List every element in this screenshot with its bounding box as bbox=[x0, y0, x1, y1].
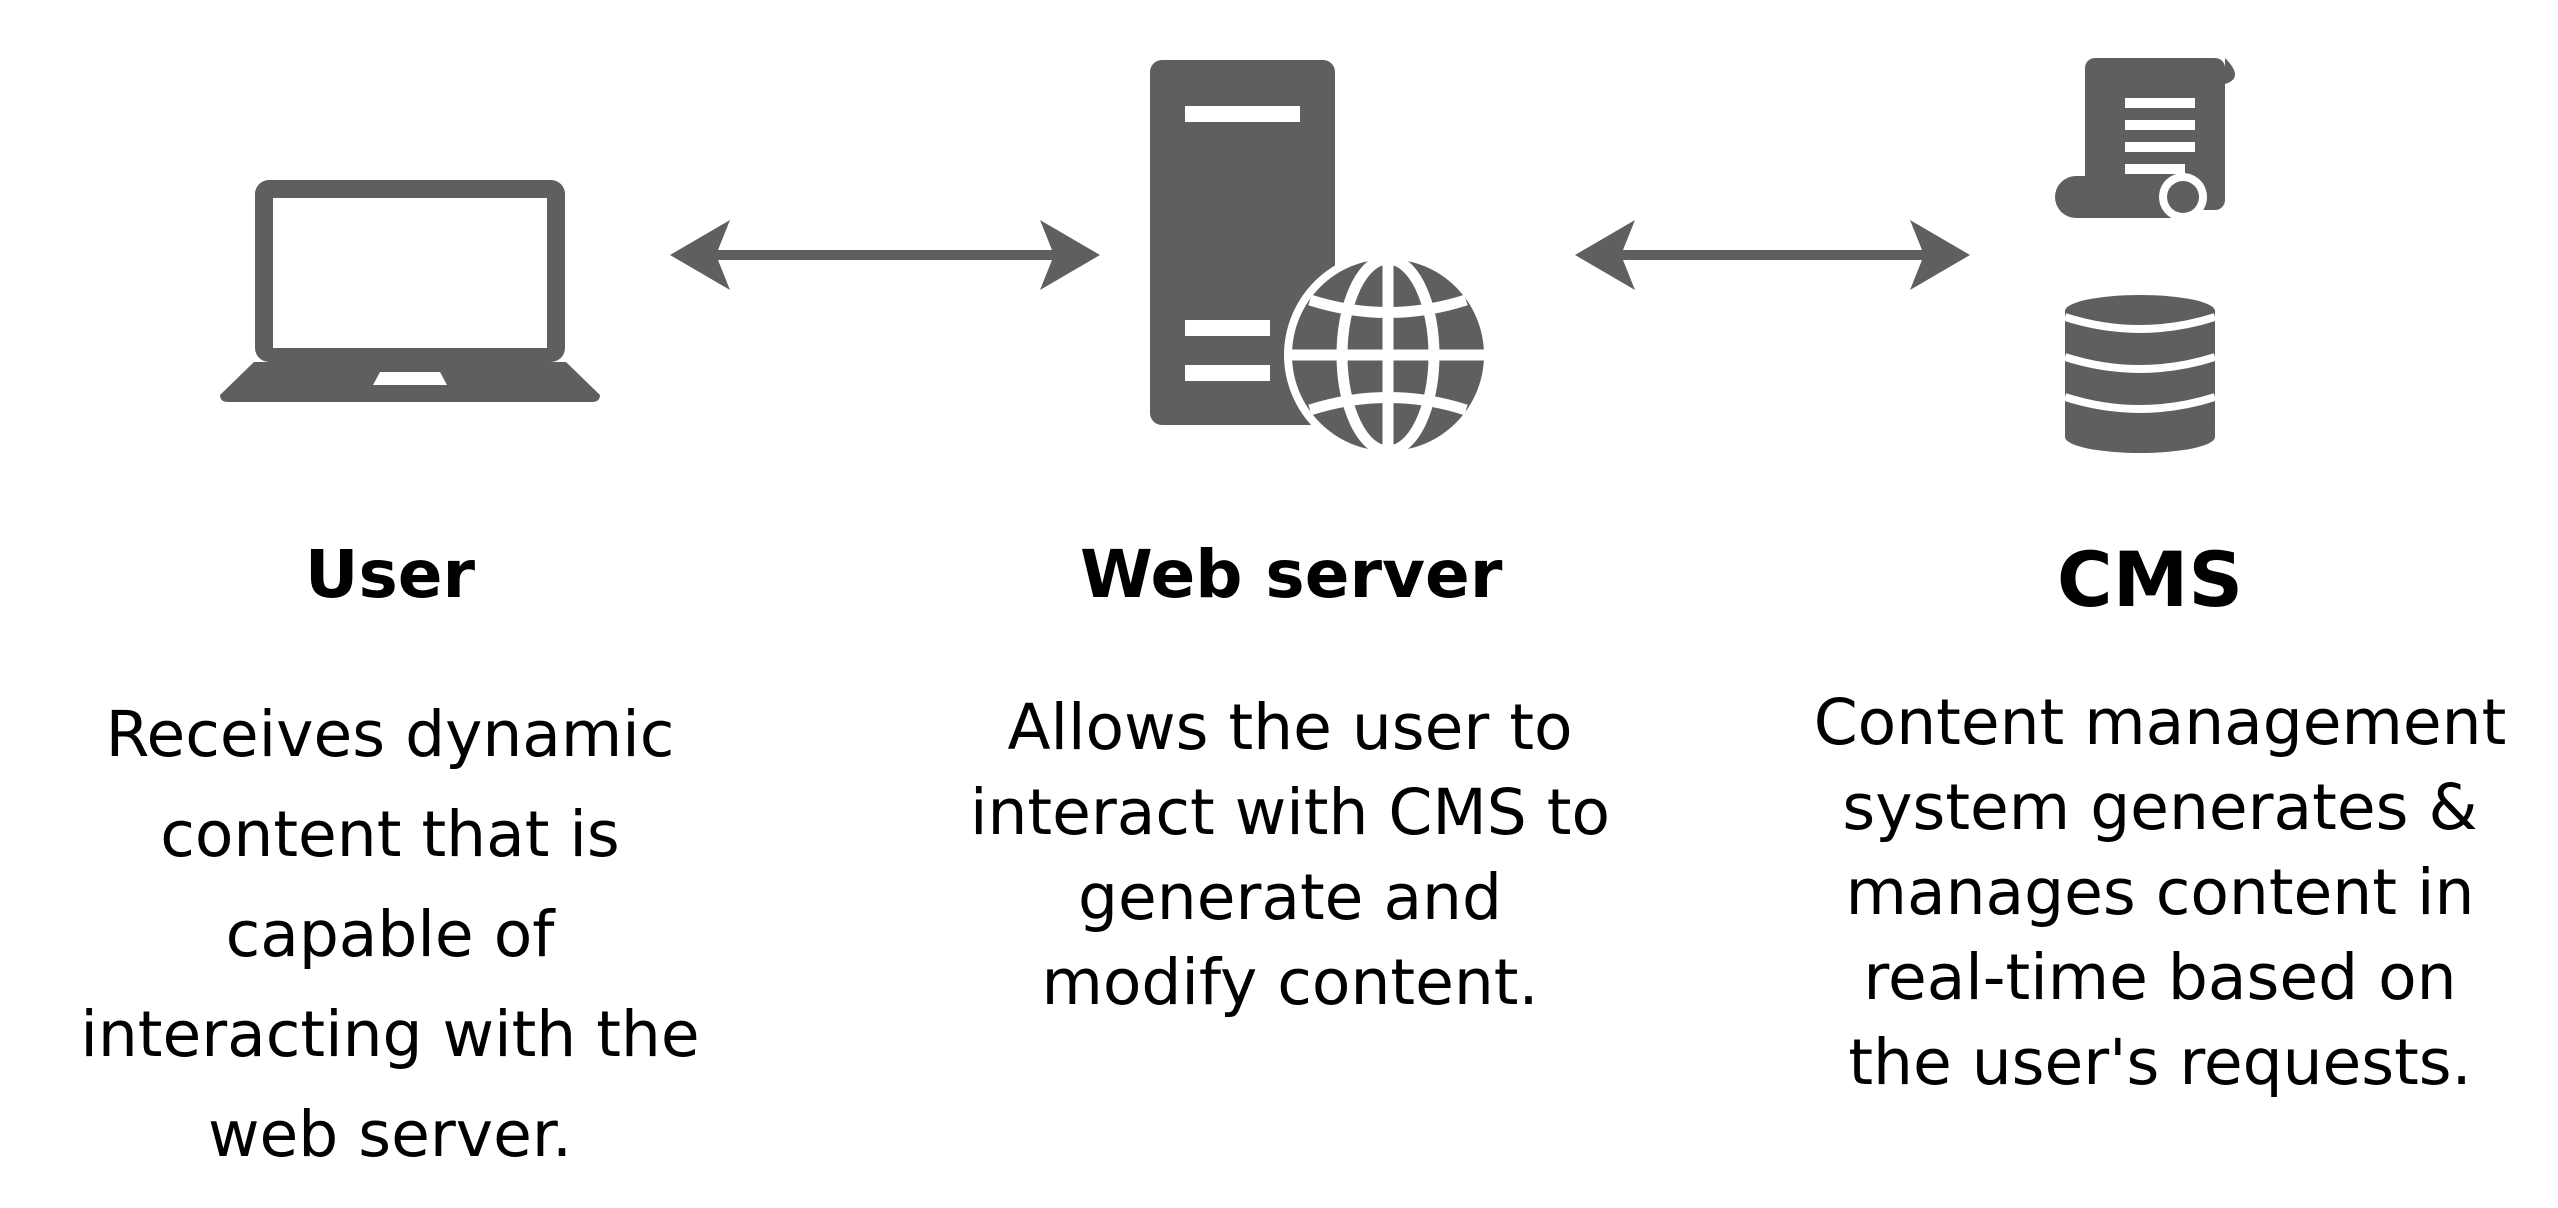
double-arrow-user-webserver bbox=[670, 220, 1100, 290]
web-server-description-line: modify content. bbox=[1041, 946, 1539, 1019]
web-server-description: Allows the user to interact with CMS to … bbox=[910, 685, 1670, 1025]
web-server-title: Web server bbox=[1080, 536, 1503, 613]
user-description-line: content that is bbox=[160, 798, 620, 871]
web-server-description-line: generate and bbox=[1078, 861, 1502, 934]
cms-description-line: manages content in bbox=[1845, 856, 2475, 929]
cms-description-line: the user's requests. bbox=[1848, 1026, 2472, 1099]
user-description-line: interacting with the bbox=[80, 998, 700, 1071]
user-description-line: capable of bbox=[225, 898, 555, 971]
user-description-line: web server. bbox=[208, 1098, 572, 1171]
web-server-globe-icon bbox=[1150, 60, 1485, 455]
double-arrow-webserver-cms bbox=[1575, 220, 1970, 290]
cms-description-line: system generates & bbox=[1842, 771, 2478, 844]
cms-description-line: Content management bbox=[1813, 686, 2507, 759]
user-title: User bbox=[304, 536, 476, 613]
cms-title: CMS bbox=[2056, 535, 2244, 624]
cms-description: Content management system generates & ma… bbox=[1780, 680, 2540, 1105]
cms-description-line: real-time based on bbox=[1863, 941, 2457, 1014]
laptop-icon bbox=[220, 180, 600, 402]
database-icon bbox=[2063, 295, 2217, 453]
user-description-line: Receives dynamic bbox=[105, 698, 675, 771]
user-description: Receives dynamic content that is capable… bbox=[30, 685, 750, 1185]
web-server-description-line: Allows the user to bbox=[1007, 691, 1573, 764]
scroll-document-icon bbox=[2055, 58, 2235, 218]
web-server-description-line: interact with CMS to bbox=[969, 776, 1611, 849]
